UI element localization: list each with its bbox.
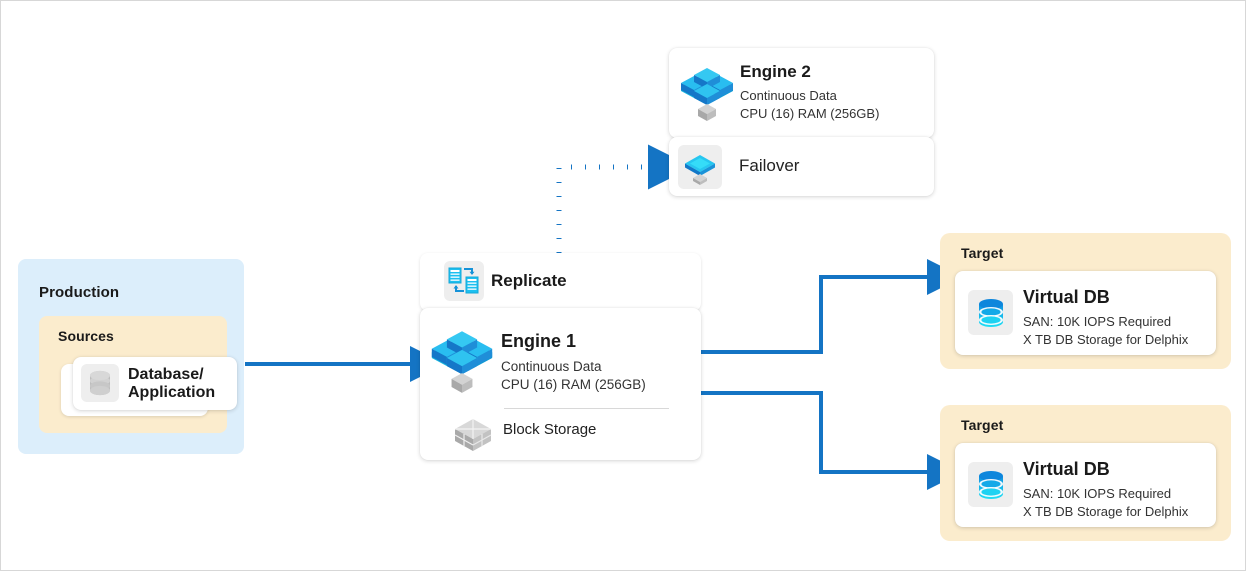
database-cylinder-gray-icon	[81, 364, 119, 402]
target-card-2-virtual-db[interactable]: Virtual DB SAN: 10K IOPS Required X TB D…	[955, 443, 1216, 527]
target-group-2: Target Virtua	[940, 405, 1231, 541]
engine2-line1: Continuous Data	[740, 88, 837, 103]
sources-group: Sources Database/ Application	[39, 316, 237, 433]
replicate-engine1-group: Replicate	[420, 253, 701, 460]
sources-label: Sources	[58, 328, 114, 344]
failover-card[interactable]: Failover	[669, 137, 934, 196]
connector-replicate-to-failover	[556, 144, 693, 253]
virtual-db-cylinder-cyan-icon	[968, 462, 1013, 507]
target-card-1-title: Virtual DB	[1023, 287, 1110, 307]
engine1-title: Engine 1	[501, 331, 577, 351]
replicate-title: Replicate	[491, 271, 567, 290]
production-label: Production	[39, 284, 120, 301]
engine2-card[interactable]: Engine 2 Continuous Data CPU (16) RAM (2…	[669, 48, 934, 138]
connector-engine1-to-target-1	[701, 259, 963, 354]
engine1-card[interactable]: Engine 1 Continuous Data CPU (16) RAM (2…	[420, 308, 701, 460]
block-storage-title: Block Storage	[503, 421, 597, 438]
engine1-line2: CPU (16) RAM (256GB)	[501, 377, 646, 392]
failover-title: Failover	[739, 156, 800, 175]
source-card-title-line1: Database/	[128, 366, 204, 383]
target-card-1-virtual-db[interactable]: Virtual DB SAN: 10K IOPS Required X TB D…	[955, 271, 1216, 355]
target-label-1: Target	[961, 245, 1004, 261]
source-card-title: Database/ Application	[128, 366, 215, 402]
target-card-2-title: Virtual DB	[1023, 459, 1110, 479]
engine-platform-empty-icon	[678, 145, 722, 189]
target-label-2: Target	[961, 417, 1004, 433]
engine2-title: Engine 2	[740, 62, 811, 81]
engine-cubes-blue-icon	[676, 60, 738, 122]
engine-cubes-blue-icon	[426, 322, 498, 394]
engine2-group: Engine 2 Continuous Data CPU (16) RAM (2…	[669, 48, 934, 198]
replicate-card[interactable]: Replicate	[420, 253, 701, 311]
target-group-1: Target Virtua	[940, 233, 1231, 369]
target-card-2-line1: SAN: 10K IOPS Required	[1023, 486, 1172, 501]
target-card-1-line2: X TB DB Storage for Delphix	[1023, 332, 1189, 347]
target-card-1-line1: SAN: 10K IOPS Required	[1023, 314, 1172, 329]
block-storage-cube-gray-icon	[451, 416, 495, 456]
replicate-sync-icon	[444, 261, 484, 301]
engine1-separator	[504, 408, 669, 409]
engine1-line1: Continuous Data	[501, 359, 602, 374]
source-card-title-line2: Application	[128, 383, 216, 401]
virtual-db-cylinder-cyan-icon	[968, 290, 1013, 335]
engine2-line2: CPU (16) RAM (256GB)	[740, 106, 880, 121]
source-card-database-application[interactable]: Database/ Application	[73, 357, 237, 410]
production-group: Production Sources Database/	[18, 259, 244, 454]
target-card-2-line2: X TB DB Storage for Delphix	[1023, 504, 1189, 519]
connector-engine1-to-target-2	[701, 391, 963, 490]
